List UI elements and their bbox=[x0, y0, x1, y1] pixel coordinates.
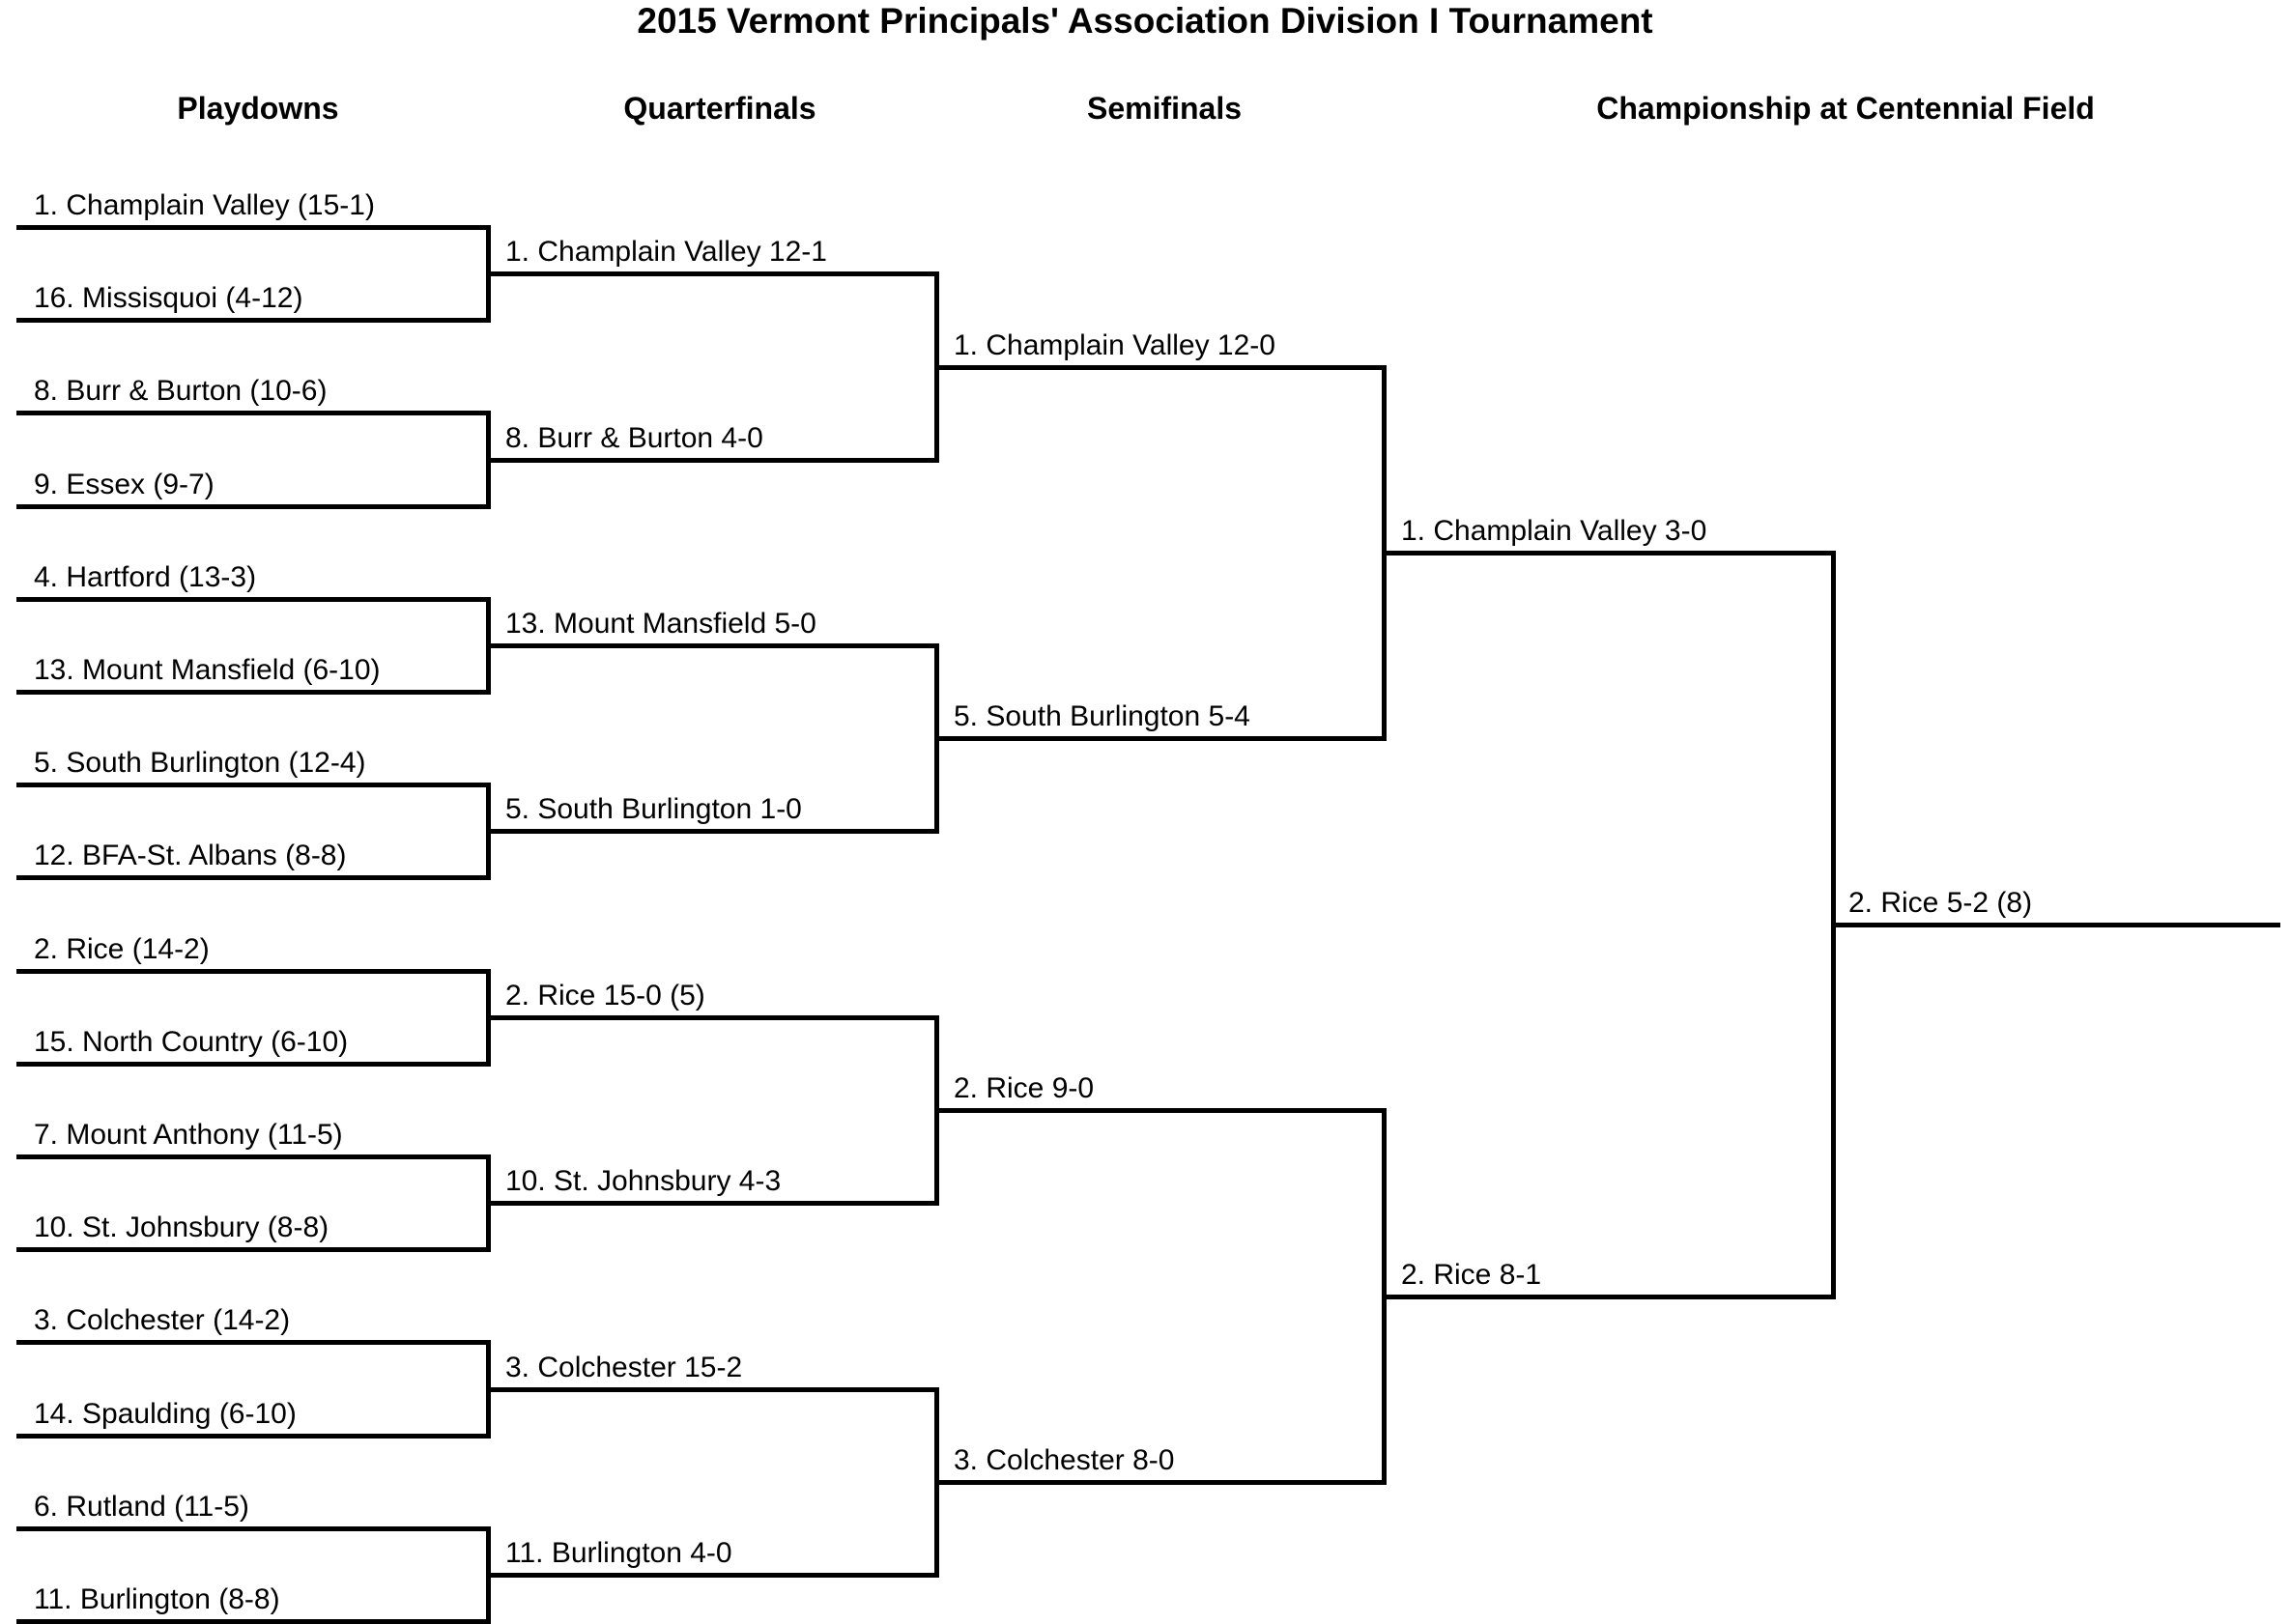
playdowns-slot-label: 3. Colchester (14-2) bbox=[34, 1304, 291, 1336]
quarterfinals-slot-label: 1. Champlain Valley 12-1 bbox=[505, 236, 827, 268]
playdowns-slot-line bbox=[16, 411, 491, 415]
quarterfinals-slot-line bbox=[486, 1201, 939, 1206]
playdowns-slot-label: 6. Rutland (11-5) bbox=[34, 1491, 249, 1523]
semifinals-slot-line bbox=[934, 1108, 1387, 1113]
championship-slot-line bbox=[1382, 1295, 1836, 1299]
quarterfinals-slot-line bbox=[486, 458, 939, 463]
quarterfinals-slot-line bbox=[486, 1387, 939, 1392]
playdowns-slot-line bbox=[16, 783, 491, 787]
quarterfinals-slot-line bbox=[486, 1015, 939, 1020]
semifinals-slot-line bbox=[934, 365, 1387, 370]
playdowns-slot-label: 5. South Burlington (12-4) bbox=[34, 747, 366, 779]
page-title: 2015 Vermont Principals' Association Div… bbox=[637, 1, 1653, 41]
champion-slot-line bbox=[1831, 923, 2280, 927]
semifinals-slot-line bbox=[934, 736, 1387, 741]
quarterfinals-slot-line bbox=[486, 271, 939, 276]
playdowns-slot-line bbox=[16, 690, 491, 695]
quarterfinals-slot-line bbox=[486, 829, 939, 834]
playdowns-slot-label: 9. Essex (9-7) bbox=[34, 469, 215, 500]
playdowns-slot-line bbox=[16, 1619, 491, 1624]
semifinals-slot-label: 2. Rice 9-0 bbox=[954, 1072, 1095, 1104]
playdowns-slot-label: 11. Burlington (8-8) bbox=[34, 1583, 280, 1615]
playdowns-slot-line bbox=[16, 597, 491, 602]
quarterfinals-slot-label: 13. Mount Mansfield 5-0 bbox=[505, 608, 816, 640]
column-header-championship: Championship at Centennial Field bbox=[1596, 91, 2095, 126]
playdowns-slot-label: 14. Spaulding (6-10) bbox=[34, 1398, 297, 1430]
championship-slot-label: 2. Rice 8-1 bbox=[1401, 1259, 1542, 1291]
quarterfinals-slot-label: 11. Burlington 4-0 bbox=[505, 1537, 732, 1569]
playdowns-slot-label: 12. BFA-St. Albans (8-8) bbox=[34, 840, 347, 871]
playdowns-slot-line bbox=[16, 969, 491, 974]
playdowns-slot-label: 4. Hartford (13-3) bbox=[34, 561, 257, 593]
semifinals-slot-label: 1. Champlain Valley 12-0 bbox=[954, 329, 1275, 361]
column-header-quarterfinals: Quarterfinals bbox=[623, 91, 816, 126]
champion-slot-label: 2. Rice 5-2 (8) bbox=[1848, 887, 2033, 919]
playdowns-slot-line bbox=[16, 875, 491, 880]
quarterfinals-slot-line bbox=[486, 1573, 939, 1578]
quarterfinals-slot-label: 8. Burr & Burton 4-0 bbox=[505, 422, 763, 454]
playdowns-slot-label: 15. North Country (6-10) bbox=[34, 1026, 349, 1058]
quarterfinals-slot-line bbox=[486, 643, 939, 648]
playdowns-slot-line bbox=[16, 504, 491, 509]
semifinals-slot-line bbox=[934, 1480, 1387, 1485]
playdowns-slot-line bbox=[16, 1340, 491, 1345]
semifinals-slot-label: 5. South Burlington 5-4 bbox=[954, 700, 1250, 732]
playdowns-slot-line bbox=[16, 225, 491, 230]
semifinals-slot-label: 3. Colchester 8-0 bbox=[954, 1444, 1175, 1476]
quarterfinals-slot-label: 10. St. Johnsbury 4-3 bbox=[505, 1165, 782, 1197]
playdowns-slot-line bbox=[16, 1526, 491, 1531]
playdowns-slot-line bbox=[16, 1247, 491, 1252]
playdowns-slot-line bbox=[16, 1434, 491, 1439]
playdowns-slot-line bbox=[16, 318, 491, 323]
playdowns-slot-line bbox=[16, 1154, 491, 1159]
championship-slot-label: 1. Champlain Valley 3-0 bbox=[1401, 515, 1707, 547]
column-header-semifinals: Semifinals bbox=[1086, 91, 1243, 126]
column-header-playdowns: Playdowns bbox=[177, 91, 339, 126]
quarterfinals-slot-label: 5. South Burlington 1-0 bbox=[505, 793, 802, 825]
playdowns-slot-label: 10. St. Johnsbury (8-8) bbox=[34, 1211, 329, 1243]
playdowns-slot-label: 1. Champlain Valley (15-1) bbox=[34, 189, 375, 221]
playdowns-slot-label: 13. Mount Mansfield (6-10) bbox=[34, 654, 381, 686]
playdowns-slot-label: 7. Mount Anthony (11-5) bbox=[34, 1119, 343, 1151]
playdowns-slot-label: 2. Rice (14-2) bbox=[34, 933, 210, 965]
playdowns-slot-line bbox=[16, 1062, 491, 1067]
championship-slot-line bbox=[1382, 551, 1836, 556]
playdowns-slot-label: 8. Burr & Burton (10-6) bbox=[34, 375, 328, 407]
playdowns-slot-label: 16. Missisquoi (4-12) bbox=[34, 282, 303, 314]
quarterfinals-slot-label: 2. Rice 15-0 (5) bbox=[505, 980, 705, 1011]
quarterfinals-slot-label: 3. Colchester 15-2 bbox=[505, 1352, 743, 1383]
